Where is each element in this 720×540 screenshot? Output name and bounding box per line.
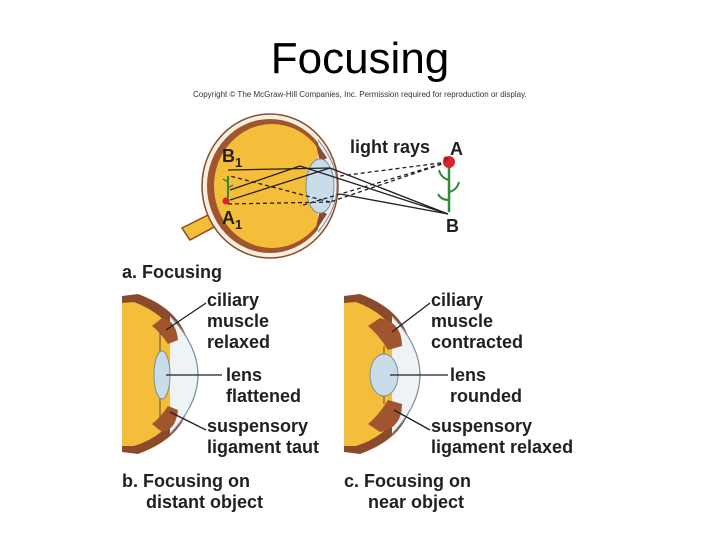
label-b-lens: lens bbox=[226, 365, 262, 385]
label-c-ligament: ligament relaxed bbox=[431, 437, 573, 457]
label-b1: B1 bbox=[222, 146, 242, 170]
panel-c-leaders bbox=[390, 302, 448, 431]
label-light-rays: light rays bbox=[350, 137, 430, 157]
caption-panel-a: a. Focusing bbox=[122, 262, 222, 282]
label-c-contracted: contracted bbox=[431, 332, 523, 352]
label-b-muscle: muscle bbox=[207, 311, 269, 331]
caption-panel-c-line1: c. Focusing on bbox=[344, 471, 471, 491]
label-point-a: A bbox=[450, 139, 463, 159]
copyright-notice: Copyright © The McGraw-Hill Companies, I… bbox=[193, 90, 527, 99]
object-flower bbox=[437, 156, 460, 212]
panel-c-eye-section bbox=[344, 294, 421, 454]
label-c-ciliary: ciliary bbox=[431, 290, 483, 310]
label-point-b: B bbox=[446, 216, 459, 236]
label-b-suspensory: suspensory bbox=[207, 416, 308, 436]
slide-title: Focusing bbox=[270, 34, 450, 83]
label-b-ciliary: ciliary bbox=[207, 290, 259, 310]
label-c-suspensory: suspensory bbox=[431, 416, 532, 436]
label-b-ligament: ligament taut bbox=[207, 437, 319, 457]
label-b-flattened: flattened bbox=[226, 386, 301, 406]
panel-b-leaders bbox=[165, 302, 222, 431]
label-a1: A1 bbox=[222, 208, 242, 232]
label-b-relaxed: relaxed bbox=[207, 332, 270, 352]
caption-panel-b-line1: b. Focusing on bbox=[122, 471, 250, 491]
caption-panel-c-line2: near object bbox=[368, 492, 464, 512]
label-c-muscle: muscle bbox=[431, 311, 493, 331]
panel-a-eye bbox=[180, 113, 339, 259]
label-c-rounded: rounded bbox=[450, 386, 522, 406]
light-rays bbox=[227, 161, 449, 215]
caption-panel-b-line2: distant object bbox=[146, 492, 263, 512]
label-c-lens: lens bbox=[450, 365, 486, 385]
panel-b-eye-section bbox=[122, 294, 199, 454]
